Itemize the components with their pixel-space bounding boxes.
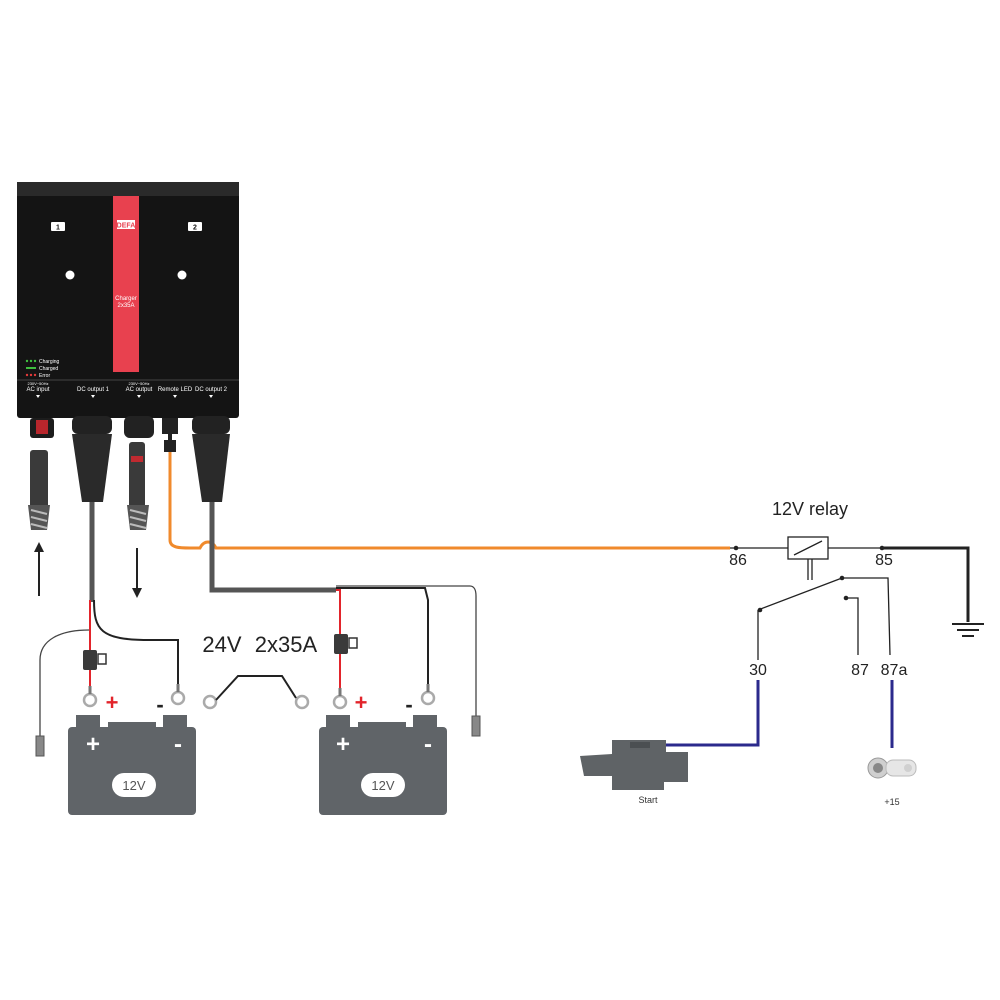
ac-input-label: AC input [26,387,49,393]
battery-1: + - 12V [68,715,196,815]
battery-2-badge [361,773,405,797]
charger-model-line2: 2x35A [117,303,134,309]
dc-output-1-boot [72,434,112,502]
status-led-1 [65,270,75,280]
battery2-sensor-wire [336,585,477,716]
arrow-down-icon [132,588,142,598]
ac-input-spec: 230V~50Hz [27,381,48,386]
relay-pin-85: 85 [875,552,893,569]
ac-output-label: AC output [126,387,153,393]
remote-led-wire [168,450,730,550]
battery-2-plus: + [336,731,350,758]
arrow-up-icon [34,542,44,552]
battery1-temp-sensor [35,735,45,757]
legend-charged: Charged [39,366,58,372]
status-led-2 [177,270,187,280]
ac-output-plug [127,442,149,530]
ring-terminals [82,690,436,710]
ac-output-socket [124,416,154,438]
battery-2-minus: - [424,731,432,758]
relay-title: 12V relay [772,499,848,519]
relay-pin-87a: 87a [881,662,908,679]
dc-output-1-socket [72,416,112,434]
ground-wire [882,546,970,622]
battery1-sensor-wire [39,629,90,736]
battery-2: + - 12V [319,715,447,815]
battery-1-plus: + [86,731,100,758]
remote-led-socket [162,418,178,434]
ac-output-spec: 230V~50Hz [128,381,149,386]
start-wire [662,680,760,747]
legend-error: Error [39,373,50,379]
slot-2-badge [188,222,202,231]
defa-logo: DEFA [117,223,136,230]
relay-symbol [730,536,891,660]
charger-model-line1: Charger [115,296,137,302]
battery2-black-wire [336,587,429,685]
battery-1-body [68,727,196,815]
start-label: Start [638,795,658,805]
remote-led-label: Remote LED [158,387,193,393]
legend-charging: Charging [39,359,60,365]
slot-2-label: 2 [193,225,197,232]
battery1-black-wire [93,599,179,685]
battery-2-voltage: 12V [371,778,394,793]
ground-icon [952,623,984,637]
battery-1-minus: - [174,731,182,758]
battery1-plus-marker: + [106,690,119,715]
relay-pin-86: 86 [729,552,747,569]
battery1-minus-marker: - [156,692,163,717]
charger-top-edge [17,182,239,196]
series-link-cable [215,675,297,701]
dc-output-2-cable [209,502,336,593]
defa-logo-box [117,220,135,229]
slot-1-label: 1 [56,225,60,232]
battery2-temp-sensor [471,715,481,737]
start-connector [580,740,688,790]
battery2-plus-marker: + [355,690,368,715]
led-legend: Charging Charged Error [25,359,60,379]
battery2-fuse [334,634,348,654]
relay-pin-30: 30 [749,662,767,679]
ac-input-plug [28,450,50,530]
ignition-label: +15 [884,797,899,807]
battery-1-badge [112,773,156,797]
slot-1-badge [51,222,65,231]
relay-pin-87: 87 [851,662,869,679]
dc-output-2-socket [192,416,230,434]
system-voltage: 24V [202,632,241,657]
battery-1-voltage: 12V [122,778,145,793]
battery-2-body [319,727,447,815]
system-current: 2x35A [255,632,318,657]
port-arrows [36,395,213,398]
ignition-switch-icon [867,757,917,779]
charger-unit: DEFA Charger 2x35A 1 2 Charging Charged … [17,182,239,438]
battery2-minus-marker: - [405,692,412,717]
battery2-red-wire [336,589,341,635]
battery1-fuse [83,650,97,670]
dc-output-2-label: DC output 2 [195,387,228,393]
terminal-necks [88,684,430,696]
dc-output-1-label: DC output 1 [77,387,110,393]
dc-output-2-boot [192,434,230,502]
